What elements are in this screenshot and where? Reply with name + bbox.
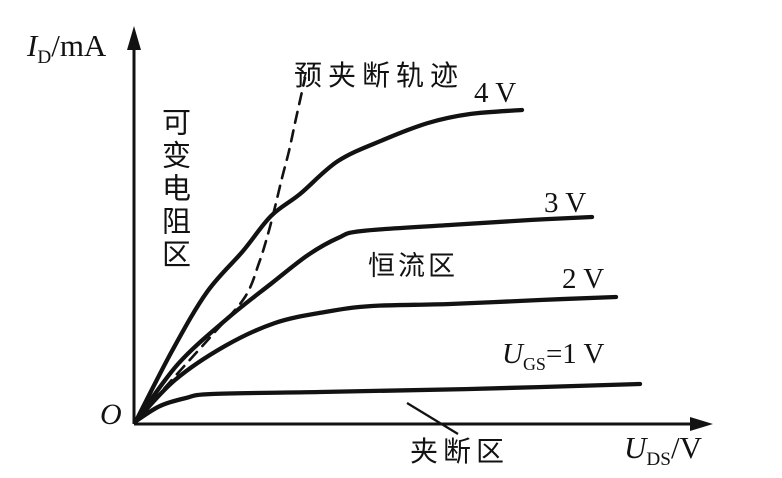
- curves-group: [133, 76, 643, 424]
- curve-ugs-1v: [133, 381, 643, 424]
- pre-pinchoff-locus-label: 预夹断轨迹: [294, 61, 465, 92]
- x-axis-arrowhead-icon: [690, 417, 713, 431]
- variable-resistance-region-label: 可变电阻区: [157, 107, 190, 272]
- x-axis-symbol: U: [624, 430, 647, 465]
- curve-ugs-3v: [133, 214, 595, 424]
- ugs-value: =1 V: [545, 338, 605, 370]
- y-axis-unit: /mA: [51, 28, 107, 63]
- curve-label-ugs-1v: UGS=1 V: [502, 338, 605, 373]
- curve-label-2v: 2 V: [562, 263, 605, 295]
- y-axis-symbol: I: [27, 28, 38, 63]
- x-axis-label: UDS/V: [624, 430, 702, 469]
- curve-pre-pinchoff-locus: [137, 76, 307, 419]
- curve-label-4v: 4 V: [474, 77, 517, 109]
- curve-label-3v: 3 V: [544, 187, 587, 219]
- x-axis-subscript: DS: [646, 449, 671, 471]
- curve-ugs-4v: [133, 107, 525, 424]
- y-axis-subscript: D: [37, 47, 52, 69]
- y-axis-arrowhead-icon: [127, 26, 141, 50]
- pinchoff-leader-line: [406, 402, 459, 435]
- pinchoff-region-label: 夹断区: [410, 437, 510, 468]
- ugs-symbol: U: [502, 338, 523, 370]
- origin-label: O: [100, 398, 122, 431]
- x-axis-unit: /V: [670, 430, 702, 465]
- y-axis-label: ID/mA: [27, 28, 107, 67]
- ugs-subscript: GS: [522, 353, 546, 374]
- curve-ugs-2v: [133, 294, 619, 424]
- constant-current-region-label: 恒流区: [368, 251, 458, 281]
